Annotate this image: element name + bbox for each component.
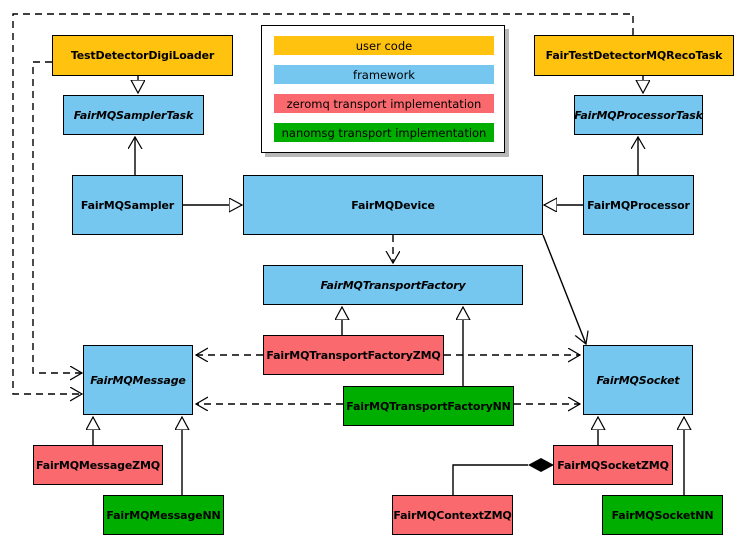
class-box-fairmqdevice: FairMQDevice: [243, 175, 543, 235]
class-box-fairmqmessagezmq: FairMQMessageZMQ: [33, 445, 163, 485]
legend-item-user-code: user code: [274, 36, 494, 55]
composition-diamond-icon: [528, 458, 554, 472]
class-box-fairmqsocketnn: FairMQSocketNN: [602, 495, 723, 535]
class-box-fairmqsocket: FairMQSocket: [583, 345, 693, 415]
class-box-fairmqsocketzmq: FairMQSocketZMQ: [553, 445, 673, 485]
class-box-fairmqsamplertask: FairMQSamplerTask: [63, 95, 204, 135]
class-box-fairmqtransportfactorynn: FairMQTransportFactoryNN: [343, 386, 514, 426]
class-box-fairmqcontextzmq: FairMQContextZMQ: [392, 495, 513, 535]
class-box-fairmqmessagenn: FairMQMessageNN: [103, 495, 224, 535]
class-box-fairmqprocessor: FairMQProcessor: [583, 175, 694, 235]
legend-item-nanomsg: nanomsg transport implementation: [274, 123, 494, 142]
class-box-fairmqtransportfactory: FairMQTransportFactory: [263, 265, 523, 305]
dependency-arrow-digiloader-to-message: [32, 61, 82, 373]
legend-item-framework: framework: [274, 65, 494, 84]
class-box-testdetectordigiloader: TestDetectorDigiLoader: [52, 35, 233, 76]
class-box-fairmqsampler: FairMQSampler: [72, 175, 183, 235]
class-box-fairmqtransportfactoryzmq: FairMQTransportFactoryZMQ: [263, 335, 444, 375]
association-arrow-device-to-socket: [542, 234, 586, 344]
legend-item-zeromq: zeromq transport implementation: [274, 94, 494, 113]
class-box-fairmqprocessortask: FairMQProcessorTask: [574, 95, 703, 135]
class-box-fairtestdetectormqrecotask: FairTestDetectorMQRecoTask: [534, 35, 734, 76]
legend: user code framework zeromq transport imp…: [261, 25, 505, 153]
dependency-arrow-recotask-to-message: [12, 13, 634, 394]
composition-link-socketzmq-contextzmq: [452, 458, 554, 495]
class-box-fairmqmessage: FairMQMessage: [83, 345, 193, 415]
